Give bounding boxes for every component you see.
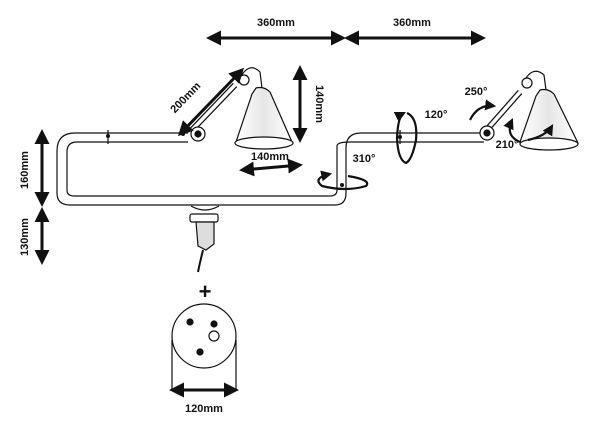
label-angle-base: 310°: [353, 153, 376, 165]
label-angle-shade-up: 250°: [465, 86, 488, 98]
base-plate: [171, 303, 237, 390]
rotation-arrow-arm: [393, 111, 418, 165]
dim-arrow-shade-arm: [177, 67, 245, 137]
label-height-lower: 130mm: [19, 218, 31, 256]
rotation-arrow-base: [317, 170, 369, 191]
label-height-upper: 160mm: [19, 151, 31, 189]
wall-bracket: [189, 205, 220, 273]
label-angle-arm: 120°: [425, 109, 448, 121]
rotation-arrow-shade-down: [503, 117, 521, 144]
right-shade-assembly: [479, 70, 579, 151]
rotation-arrows: [317, 99, 554, 191]
label-shade-height: 140mm: [313, 85, 325, 123]
plus-sign: +: [199, 279, 212, 304]
label-shade-width: 140mm: [251, 151, 289, 163]
label-top-right: 360mm: [393, 17, 431, 29]
label-base-diameter: 120mm: [185, 403, 223, 415]
rotation-arrow-shade-down-2: [527, 124, 554, 142]
dimension-arrows: [34, 30, 486, 398]
rotation-arrow-shade-up: [469, 99, 497, 121]
dim-arrow-shade-width: [239, 158, 303, 177]
label-top-left: 360mm: [257, 17, 295, 29]
label-angle-shade-down: 210°: [496, 139, 519, 151]
label-shade-arm: 200mm: [168, 80, 203, 116]
